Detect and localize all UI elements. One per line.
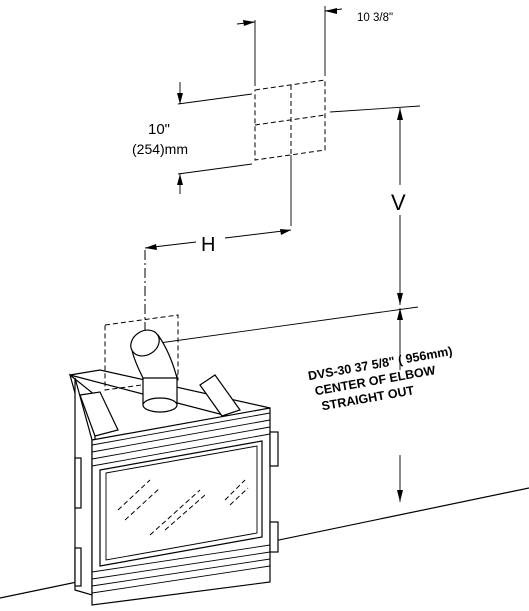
vent-height-dimension	[177, 82, 253, 194]
elbow-outline	[104, 314, 179, 391]
elbow-reference-line	[144, 306, 419, 346]
vent-pipe-elbow	[130, 329, 178, 413]
top-width-label: 10 3/8"	[357, 12, 393, 24]
vertical-run-label: V	[391, 190, 406, 215]
vent-height-mm: (254)mm	[132, 141, 188, 157]
horizontal-run-label: H	[201, 234, 215, 256]
vent-height-inches: 10"	[148, 121, 170, 138]
elbow-height-dimension	[397, 308, 403, 502]
vertical-run-dimension	[329, 105, 421, 305]
top-width-dimension	[236, 6, 343, 86]
horizontal-run-dimension	[144, 229, 292, 250]
vent-termination-outline	[254, 79, 326, 161]
